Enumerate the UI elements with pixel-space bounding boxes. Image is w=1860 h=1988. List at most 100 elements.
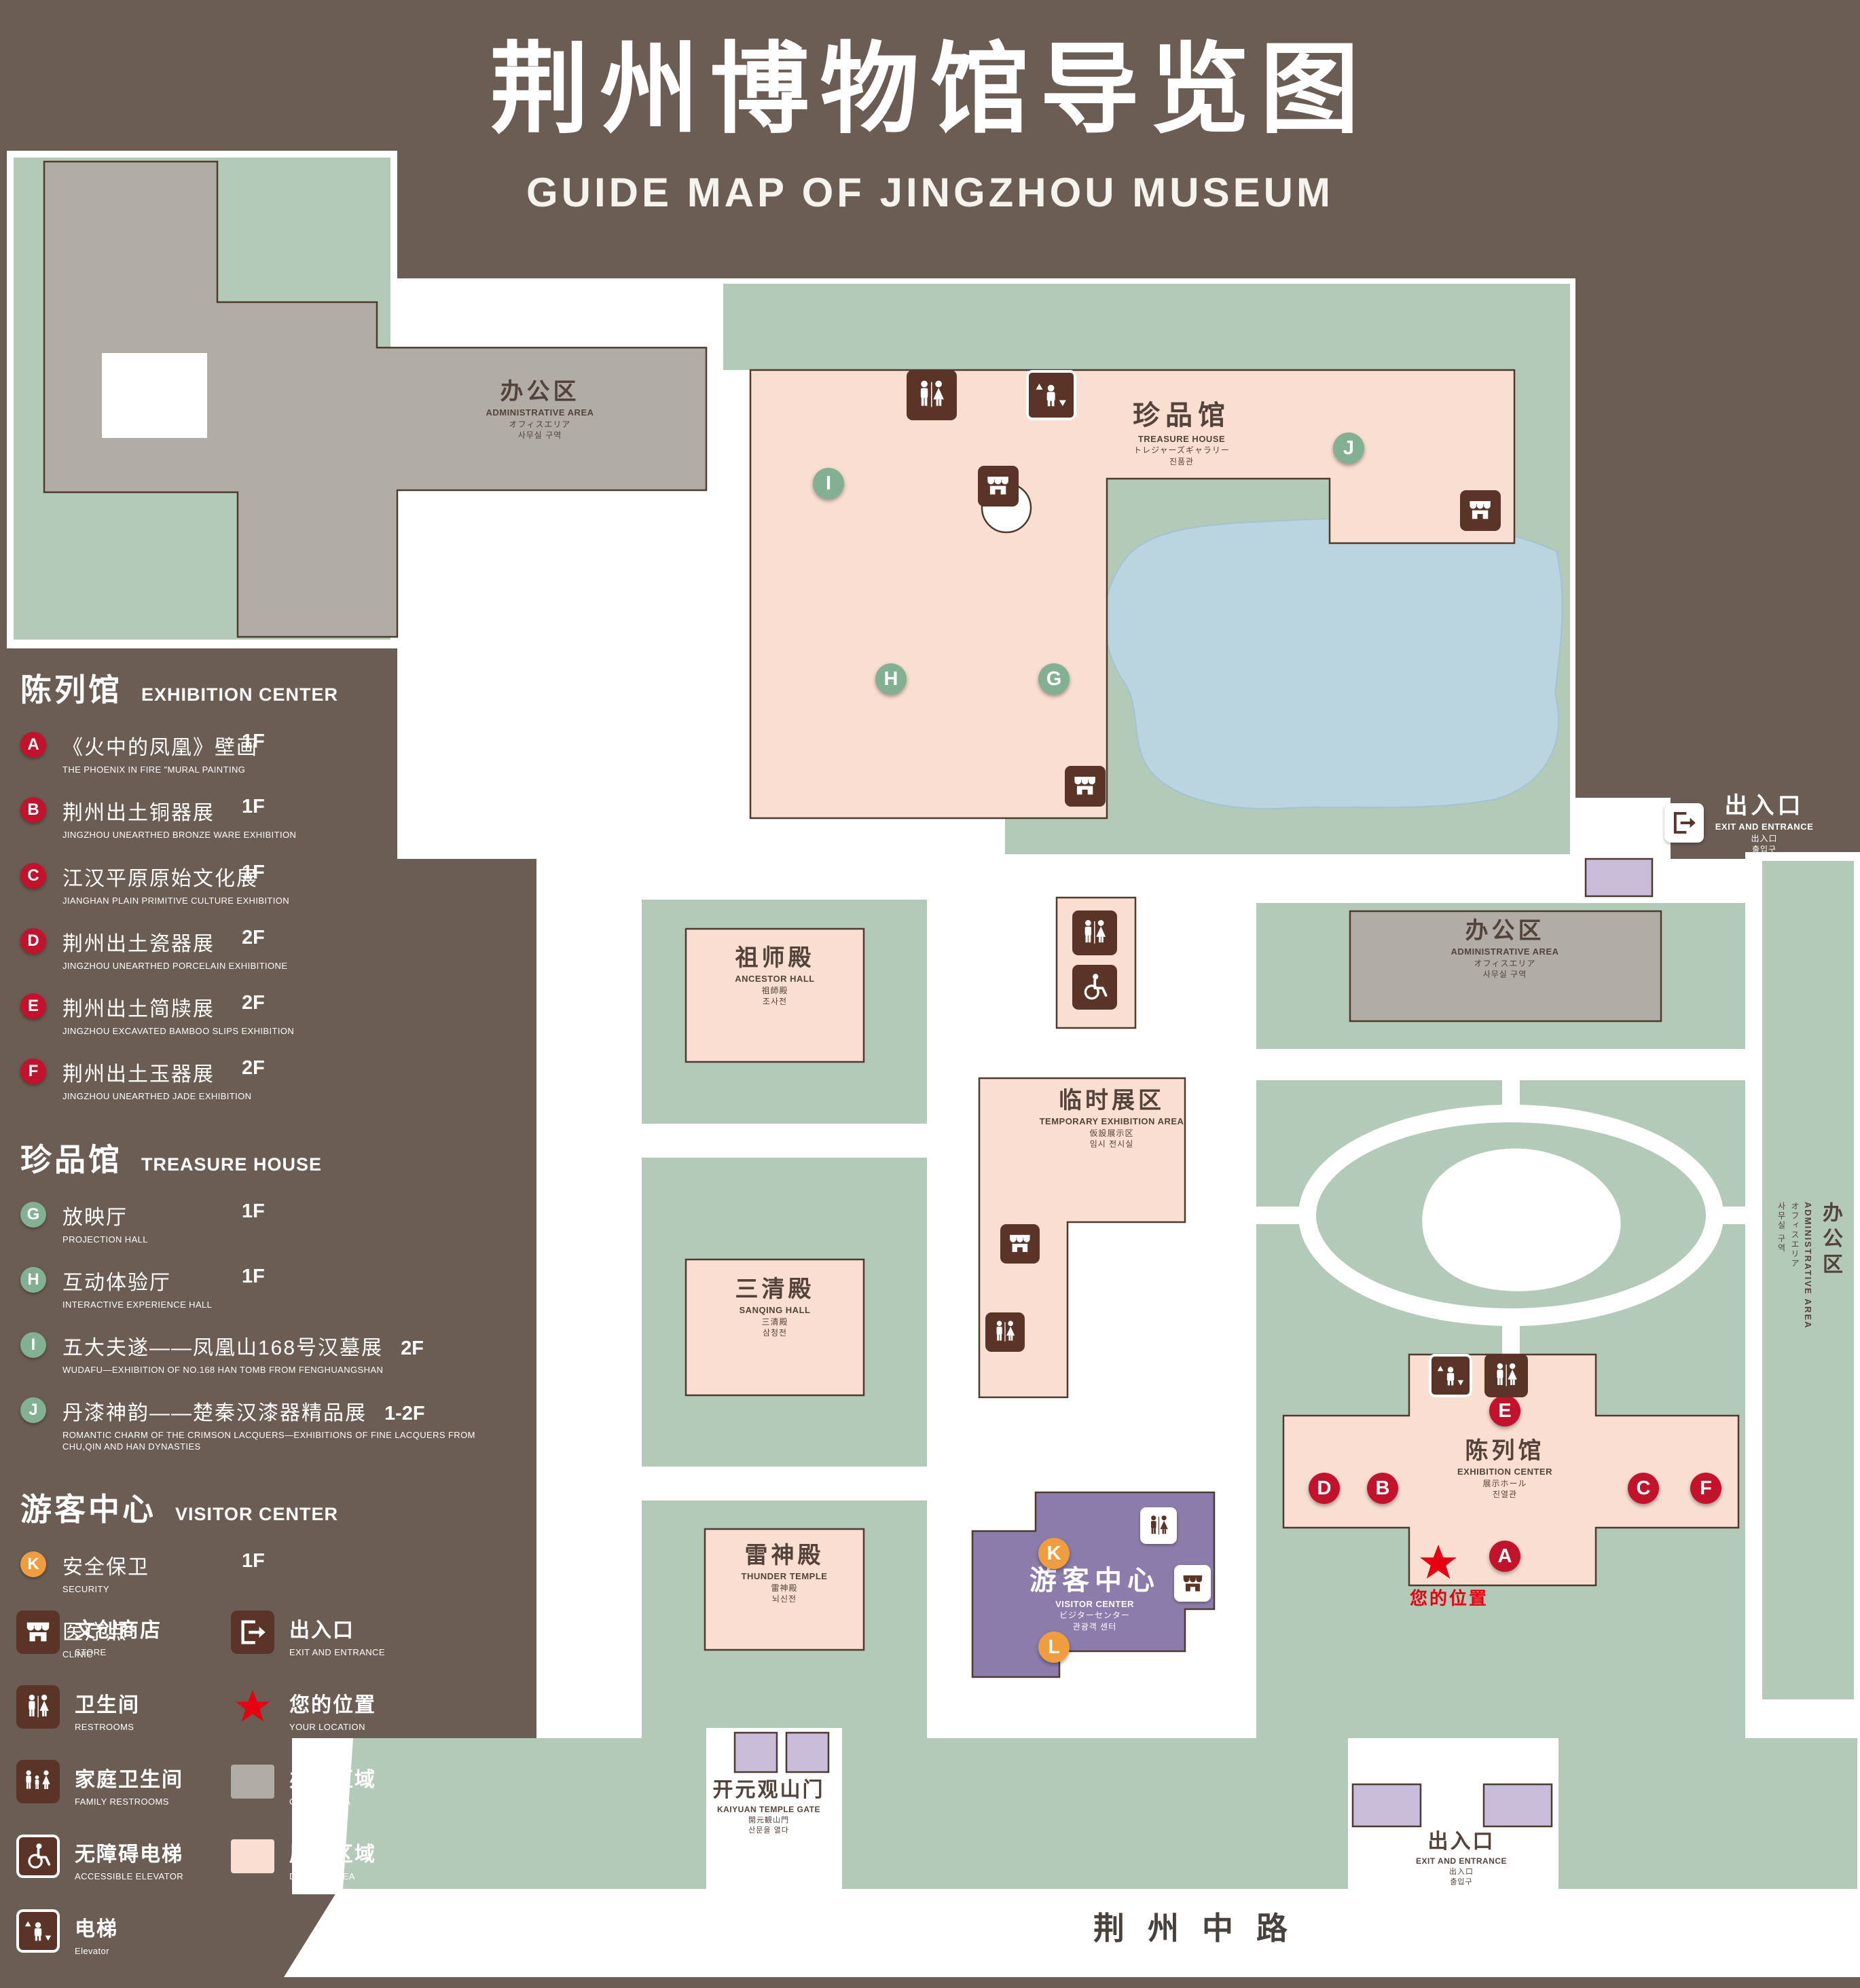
legend-item-k: K 安全保卫 SECURITY 1F (20, 1550, 543, 1595)
south-exit-structure-left (1351, 1783, 1422, 1828)
store-icon (1000, 1224, 1040, 1264)
legend-item-f: F 荆州出土玉器展 JINGZHOU UNEARTHED JADE EXHIBI… (20, 1057, 543, 1102)
label-kaiyuan-gate: 开元观山门 KAIYUAN TEMPLE GATE 開元観山門 산문을 열다 (712, 1779, 825, 1835)
map-marker-g: G (1038, 663, 1070, 695)
symbol-en: OFFICE AREA (289, 1797, 351, 1807)
legend-item-d: D 荆州出土瓷器展 JINGZHOU UNEARTHED PORCELAIN E… (20, 927, 543, 972)
family-restroom-icon (1072, 965, 1117, 1010)
symbol-en: YOUR LOCATION (289, 1722, 365, 1732)
store-icon (1065, 766, 1106, 807)
ground-east-strip (1762, 861, 1854, 1699)
store-icon (1174, 1565, 1211, 1602)
accessible-elevator-icon (16, 1835, 60, 1878)
floor-label: 2F (242, 926, 265, 949)
legend-item-b: B 荆州出土铜器展 JINGZHOU UNEARTHED BRONZE WARE… (20, 796, 543, 841)
map-marker-b: B (1367, 1473, 1398, 1504)
symbol-zh: 卫生间 (75, 1694, 140, 1716)
legend-symbol-accessible-elevator: 无障碍电梯 ACCESSIBLE ELEVATOR (16, 1835, 183, 1881)
office-area-swatch (231, 1765, 274, 1799)
elevator-icon (1026, 370, 1076, 420)
label-visitor-center: 游客中心 VISITOR CENTER ビジターセンター 관광객 센터 (1029, 1566, 1160, 1632)
exhibit-name-en: WUDAFU—EXHIBITION OF NO.168 HAN TOMB FRO… (62, 1365, 384, 1375)
map-marker-l: L (1038, 1632, 1070, 1663)
ground-south-band (343, 1738, 1857, 1889)
symbol-zh: 展示区域 (289, 1843, 376, 1866)
map-marker-c: C (1628, 1473, 1659, 1504)
marker-badge-h: H (20, 1266, 46, 1293)
store-icon (1460, 490, 1501, 531)
marker-badge-a: A (20, 732, 46, 758)
exhibit-name-en: INTERACTIVE EXPERIENCE HALL (62, 1299, 213, 1310)
marker-badge-c: C (20, 862, 46, 889)
exit-icon (1664, 803, 1704, 843)
legend-item-h: H 互动体验厅 INTERACTIVE EXPERIENCE HALL 1F (20, 1266, 543, 1310)
restroom-icon (985, 1312, 1025, 1352)
legend-section-treasure-house: 珍品馆 TREASURE HOUSE (20, 1135, 543, 1180)
legend-item-j: J 丹漆神韵——楚秦汉漆器精品展 1-2F ROMANTIC CHARM OF … (20, 1396, 543, 1452)
marker-badge-d: D (20, 927, 46, 954)
marker-badge-i: I (20, 1332, 46, 1358)
legend-symbol-elevator: 电梯 Elevator (16, 1909, 118, 1956)
exhibit-name-zh: 五大夫遂——凤凰山168号汉墓展 (62, 1337, 384, 1359)
label-ancestor-hall: 祖师殿 ANCESTOR HALL 祖師殿 조사전 (735, 945, 815, 1007)
symbol-en: STORE (75, 1647, 107, 1657)
section-title-zh: 陈列馆 (20, 672, 122, 707)
legend-item-g: G 放映厅 PROJECTION HALL 1F (20, 1200, 543, 1245)
label-exhibition-center: 陈列馆 EXHIBITION CENTER 展示ホール 진열관 (1457, 1438, 1552, 1500)
legend-item-a: A 《火中的凤凰》壁画 THE PHOENIX IN FIRE "MURAL P… (20, 731, 543, 775)
section-title-en: VISITOR CENTER (175, 1503, 339, 1524)
building-admin-central (1349, 910, 1662, 1023)
label-exit-south: 出入口 EXIT AND ENTRANCE 出入口 출입구 (1415, 1830, 1508, 1887)
admin-courtyard (102, 353, 207, 438)
exhibit-name-zh: 江汉平原原始文化展 (62, 867, 258, 890)
gate-structure-right (785, 1731, 830, 1773)
building-exhibition-center (1282, 1353, 1740, 1587)
map-marker-j: J (1333, 432, 1364, 464)
floor-label: 1F (242, 1200, 265, 1222)
label-thunder-temple: 雷神殿 THUNDER TEMPLE 雷神殿 뇌신전 (741, 1543, 828, 1604)
floor-label: 1F (242, 796, 265, 818)
exhibit-name-en: SECURITY (62, 1583, 109, 1594)
exhibit-name-en: JINGZHOU UNEARTHED PORCELAIN EXHIBITIONE (62, 960, 288, 971)
restroom-icon (1484, 1354, 1528, 1397)
pond (1104, 517, 1563, 810)
your-location-text: 您的位置 (1409, 1588, 1489, 1608)
symbol-en: Elevator (75, 1946, 109, 1956)
exhibit-name-zh: 荆州出土铜器展 (62, 802, 215, 825)
section-title-zh: 珍品馆 (20, 1141, 122, 1177)
marker-badge-k: K (20, 1551, 46, 1577)
family-restroom-icon (16, 1760, 60, 1803)
garden-paths (1256, 1080, 1745, 1357)
symbol-en: EXIT AND ENTRANCE (289, 1647, 385, 1657)
floor-label: 1F (242, 861, 265, 883)
floor-label: 1F (242, 1265, 265, 1287)
exhibit-name-en: JIANGHAN PLAIN PRIMITIVE CULTURE EXHIBIT… (62, 895, 290, 906)
symbol-zh: 无障碍电梯 (75, 1843, 183, 1866)
restroom-icon (16, 1685, 60, 1729)
exhibit-name-en: PROJECTION HALL (62, 1234, 148, 1245)
exhibit-name-zh: 医疗点 (62, 1621, 128, 1644)
symbol-zh: 电梯 (75, 1918, 118, 1940)
legend-item-e: E 荆州出土简牍展 JINGZHOU EXCAVATED BAMBOO SLIP… (20, 992, 543, 1037)
store-icon (978, 466, 1019, 507)
symbol-en: RESTROOMS (75, 1722, 134, 1732)
display-area-swatch (231, 1839, 274, 1873)
symbol-zh: 办公区域 (289, 1769, 376, 1791)
south-exit-structure-right (1482, 1783, 1553, 1828)
your-location-star-icon (1418, 1543, 1459, 1583)
label-sanqing-hall: 三清殿 SANQING HALL 三清殿 삼청전 (735, 1276, 815, 1338)
legend-section-exhibition-center: 陈列馆 EXHIBITION CENTER (20, 665, 543, 710)
marker-badge-g: G (20, 1201, 46, 1228)
restroom-icon (1072, 910, 1117, 955)
map-marker-d: D (1309, 1473, 1340, 1504)
symbol-en: ACCESSIBLE ELEVATOR (75, 1871, 184, 1881)
label-admin-central: 办公区 ADMINISTRATIVE AREA オフィスエリア 사무실 구역 (1451, 918, 1559, 980)
location-star-icon (231, 1685, 274, 1729)
map-marker-i: I (813, 468, 844, 499)
label-exit-east: 出入口 EXIT AND ENTRANCE 出入口 출입구 (1715, 793, 1814, 855)
